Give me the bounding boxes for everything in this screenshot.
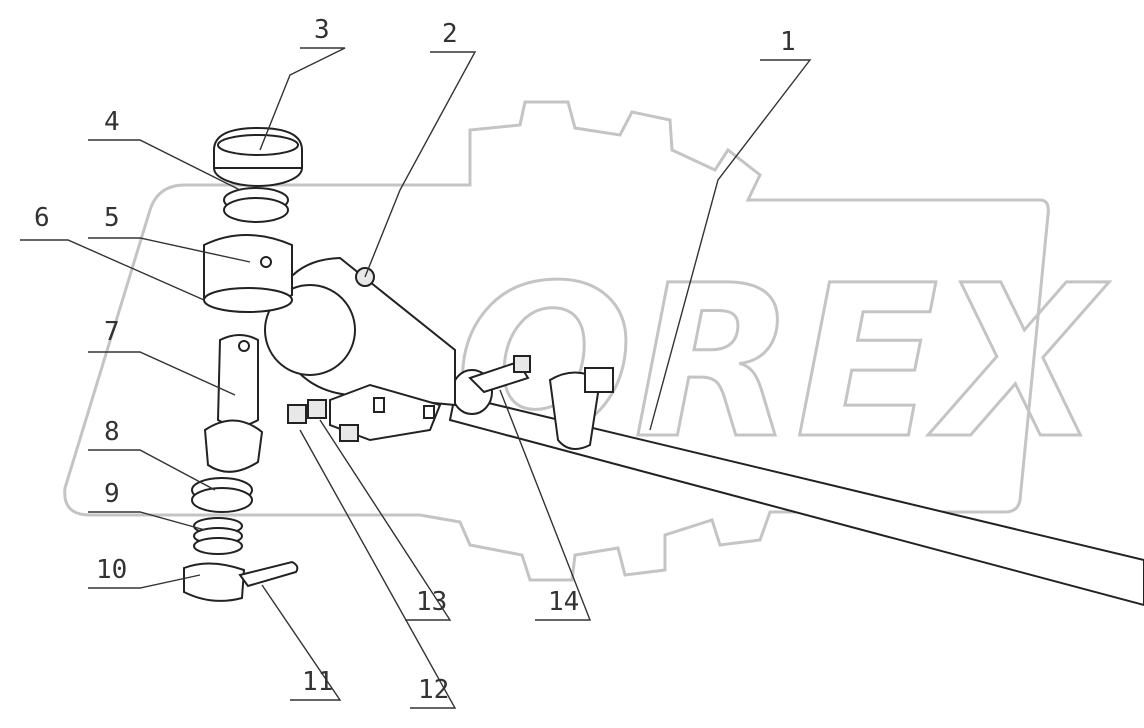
spring-coil-3 bbox=[193, 537, 243, 555]
cover-body bbox=[183, 562, 246, 602]
leader-2 bbox=[364, 51, 477, 278]
callout-1: 1 bbox=[780, 27, 796, 57]
callout-12: 12 bbox=[418, 675, 449, 705]
callout-9: 9 bbox=[104, 479, 120, 509]
tie-rod-clamp bbox=[548, 367, 614, 450]
leader-3 bbox=[259, 47, 346, 151]
callout-10: 10 bbox=[96, 555, 127, 585]
leader-8 bbox=[88, 449, 216, 491]
cap-base bbox=[203, 287, 293, 313]
callout-3: 3 bbox=[314, 15, 330, 45]
ball-pin-hole bbox=[238, 340, 250, 352]
seat-bottom bbox=[191, 487, 253, 513]
leader-14 bbox=[499, 389, 592, 621]
clamp-bolt-head bbox=[584, 367, 614, 393]
housing-socket bbox=[264, 284, 356, 376]
clip-nut bbox=[513, 355, 531, 373]
leader-9 bbox=[88, 511, 206, 531]
leader-10 bbox=[88, 574, 201, 589]
callout-2: 2 bbox=[442, 19, 458, 49]
ball-joint-housing bbox=[264, 256, 456, 407]
callout-14: 14 bbox=[548, 587, 579, 617]
block-slot-1 bbox=[373, 397, 385, 413]
nut-block bbox=[287, 383, 442, 442]
nut-extra bbox=[339, 424, 359, 442]
watermark-gear bbox=[63, 100, 1050, 582]
leader-6 bbox=[20, 239, 205, 301]
callout-11: 11 bbox=[302, 667, 333, 697]
callout-6: 6 bbox=[34, 203, 50, 233]
dust-boot bbox=[213, 126, 303, 187]
leader-11 bbox=[261, 584, 342, 701]
leader-7 bbox=[88, 351, 236, 396]
callout-7: 7 bbox=[104, 317, 120, 347]
callout-8: 8 bbox=[104, 417, 120, 447]
callout-4: 4 bbox=[104, 107, 120, 137]
leader-4 bbox=[88, 139, 241, 191]
leader-1 bbox=[649, 59, 812, 431]
leader-lines bbox=[20, 47, 812, 709]
nut-13 bbox=[307, 399, 327, 419]
lower-seat bbox=[191, 477, 253, 513]
callout-13: 13 bbox=[416, 587, 447, 617]
cotter-pin bbox=[238, 560, 299, 588]
retaining-ring bbox=[223, 187, 289, 223]
leader-12 bbox=[299, 429, 457, 709]
upper-cap bbox=[203, 234, 293, 313]
tie-rod-tube bbox=[448, 393, 1144, 607]
ball-pin bbox=[203, 334, 264, 473]
ball-pin-ball bbox=[203, 419, 264, 473]
lower-cover bbox=[183, 560, 299, 602]
nut-12 bbox=[287, 404, 307, 424]
block-slot-2 bbox=[423, 405, 435, 419]
leader-13 bbox=[319, 419, 452, 621]
clip bbox=[468, 355, 531, 394]
ball-pin-shank bbox=[216, 334, 259, 427]
callout-labels: 1 2 3 4 5 6 7 8 9 10 11 12 13 14 bbox=[34, 15, 796, 705]
spring bbox=[193, 517, 243, 555]
boot-top bbox=[217, 134, 299, 156]
ring-bottom bbox=[223, 197, 289, 223]
leader-5 bbox=[88, 237, 251, 263]
callout-5: 5 bbox=[104, 203, 120, 233]
cap-hole bbox=[260, 256, 272, 268]
